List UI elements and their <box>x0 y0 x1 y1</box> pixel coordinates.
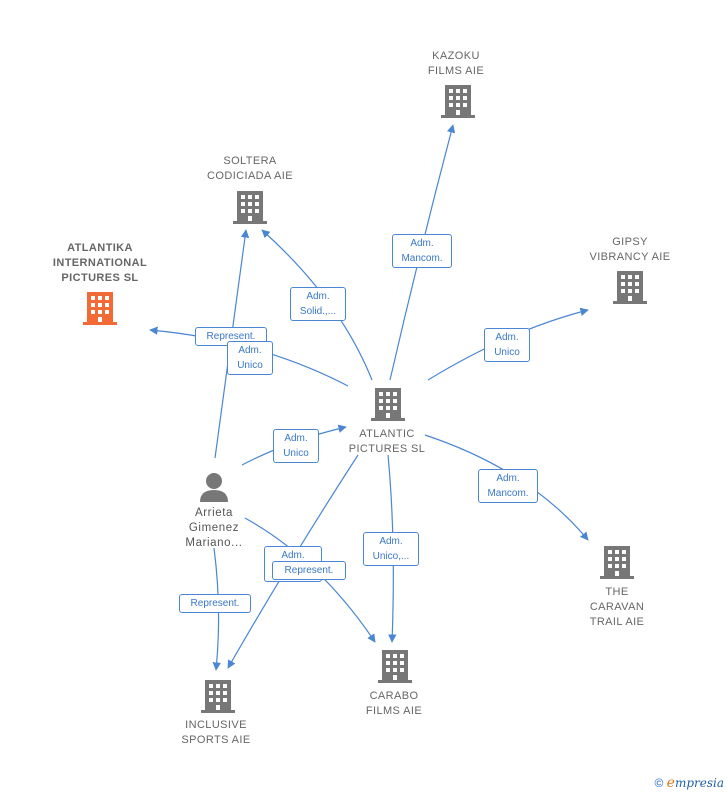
building-icon[interactable] <box>233 191 267 224</box>
node-atlantic-pictures[interactable]: ATLANTIC PICTURES SL <box>348 428 426 455</box>
person-icon[interactable] <box>200 473 228 502</box>
edge-label-kazoku[interactable]: Adm. Mancom. <box>392 234 452 268</box>
node-arrieta-gimenez[interactable]: Arrieta Gimenez Mariano... <box>185 507 243 549</box>
building-icon[interactable] <box>83 292 117 325</box>
edge-label-atlantika-adm[interactable]: Adm. Unico <box>227 341 273 375</box>
building-icon[interactable] <box>441 85 475 118</box>
node-kazoku-films[interactable]: KAZOKU FILMS AIE <box>427 50 485 77</box>
footer-brand[interactable]: © empresia <box>654 775 724 791</box>
building-icon[interactable] <box>378 650 412 683</box>
brand-initial: e <box>666 775 675 791</box>
node-inclusive-sports[interactable]: INCLUSIVE SPORTS AIE <box>181 719 251 746</box>
building-icon[interactable] <box>201 680 235 713</box>
building-icon[interactable] <box>371 388 405 421</box>
brand-name: mpresia <box>674 776 724 790</box>
edge-label-carabo[interactable]: Adm. Unico,... <box>363 532 419 566</box>
copyright-icon: © <box>654 776 664 790</box>
node-caravan-trail[interactable]: THE CARAVAN TRAIL AIE <box>589 586 645 628</box>
edge-label-gipsy[interactable]: Adm. Unico <box>484 328 530 362</box>
edge-label-inclusive-represent[interactable]: Represent. <box>272 561 346 580</box>
edge-label-soltera[interactable]: Adm. Solid.,... <box>290 287 346 321</box>
node-atlantika-international[interactable]: ATLANTIKA INTERNATIONAL PICTURES SL <box>52 242 148 284</box>
edge-label-arrieta-inclusive[interactable]: Represent. <box>179 594 251 613</box>
building-icon[interactable] <box>600 546 634 579</box>
node-gipsy-vibrancy[interactable]: GIPSY VIBRANCY AIE <box>589 236 671 263</box>
node-carabo-films[interactable]: CARABO FILMS AIE <box>365 690 423 717</box>
building-icon[interactable] <box>613 271 647 304</box>
edge-label-caravan[interactable]: Adm. Mancom. <box>478 469 538 503</box>
edge-label-arrieta-atlantic[interactable]: Adm. Unico <box>273 429 319 463</box>
node-soltera-codiciada[interactable]: SOLTERA CODICIADA AIE <box>207 155 293 182</box>
